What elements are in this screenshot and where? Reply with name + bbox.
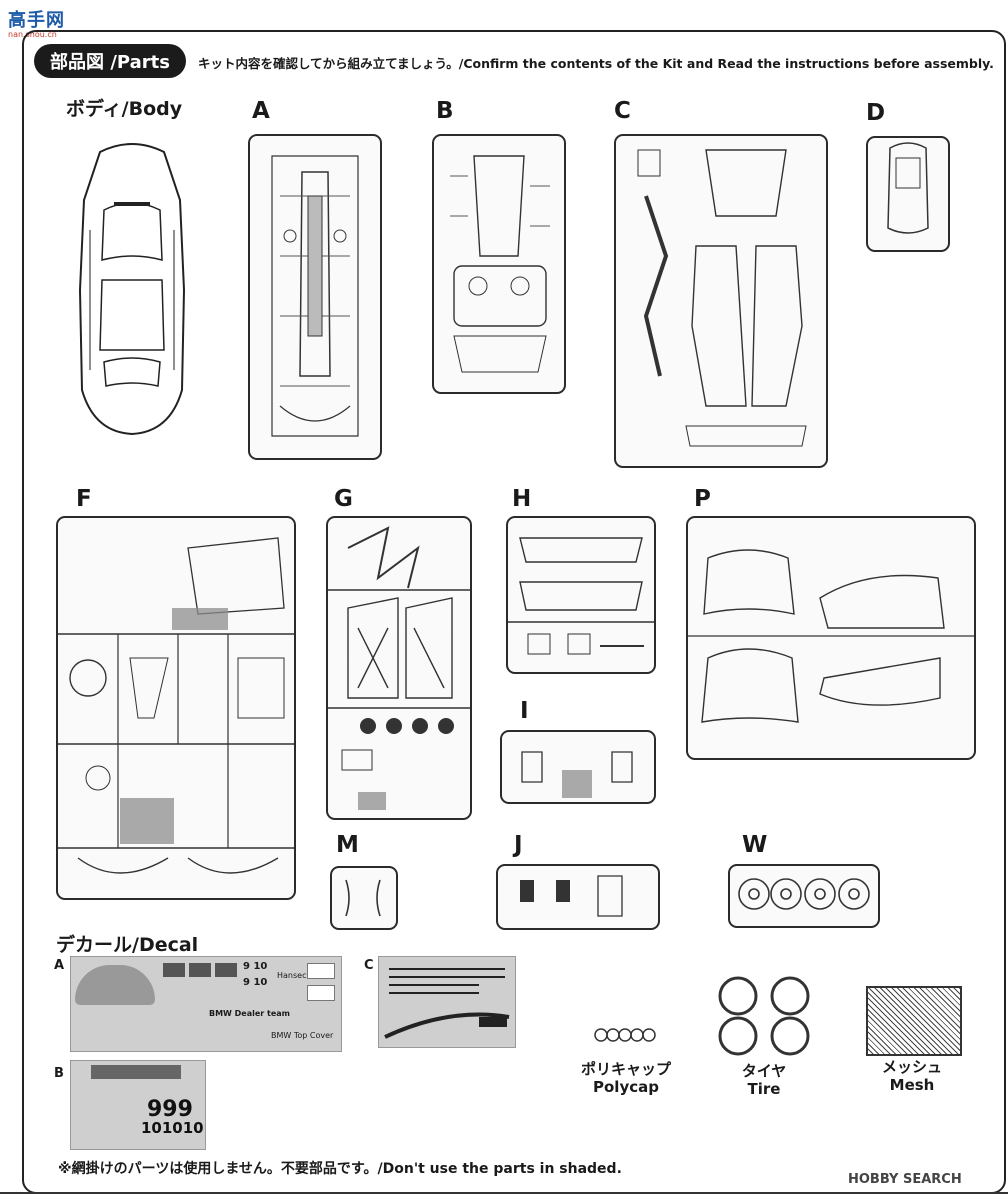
hobby-search-credit: HOBBY SEARCH	[848, 1172, 962, 1187]
shaded-unused-part	[172, 608, 228, 630]
sprue-label-c: C	[614, 98, 631, 124]
decal-team-text: BMW Dealer team	[209, 1009, 291, 1018]
tire-label-en: Tire	[747, 1080, 781, 1098]
decal-number-text: 9 10	[243, 961, 268, 972]
decal-stripes-drawing	[384, 968, 510, 1039]
sprue-label-w: W	[742, 832, 768, 858]
sprue-label-d: D	[866, 100, 886, 126]
sprue-h-drawing	[506, 516, 656, 674]
tire-label-jp: タイヤ	[741, 1062, 787, 1080]
body-shell-drawing	[78, 143, 186, 436]
decal-block	[189, 963, 211, 977]
decal-sheet-a: 9 10 9 10 Hanseck BMW Dealer team BMW To…	[70, 956, 342, 1052]
decal-white-patch	[307, 963, 335, 979]
shaded-unused-part	[120, 798, 174, 844]
sprue-w-drawing	[728, 864, 880, 928]
shaded-unused-part	[358, 792, 386, 810]
decal-sheet-a-label: A	[54, 958, 65, 973]
decal-section-title: デカール/Decal	[56, 934, 199, 956]
decal-cover-text: BMW Top Cover	[271, 1031, 334, 1040]
sprue-i-drawing	[500, 730, 656, 804]
bottom-rule	[0, 1192, 1008, 1194]
sprue-label-h: H	[512, 486, 532, 512]
shaded-parts-footnote: ※網掛けのパーツは使用しません。不要部品です。/Don't use the pa…	[58, 1161, 622, 1177]
decal-number-text: 9 10	[243, 977, 268, 988]
sprue-label-b: B	[436, 98, 454, 124]
decal-sheet-c-label: C	[364, 958, 374, 973]
instruction-text: キット内容を確認してから組み立てましょう。/Confirm the conten…	[198, 56, 994, 71]
parts-title-pill: 部品図 /Parts	[34, 44, 186, 78]
sprue-g-drawing	[326, 516, 472, 820]
mesh-label-en: Mesh	[889, 1076, 935, 1094]
sprue-a-drawing	[248, 134, 382, 460]
polycap-label-jp: ポリキャップ	[580, 1060, 671, 1078]
decal-sheet-b-label: B	[54, 1066, 64, 1081]
tire-label: タイヤ Tire	[714, 1062, 814, 1098]
sprue-d-drawing	[866, 136, 950, 252]
shaded-unused-part	[562, 770, 592, 798]
sprue-c-drawing	[614, 134, 828, 468]
sprue-m-drawing	[330, 866, 398, 930]
sprue-label-m: M	[336, 832, 359, 858]
decal-block	[163, 963, 185, 977]
polycap-label-en: Polycap	[593, 1078, 659, 1096]
mesh-label: メッシュ Mesh	[860, 1058, 964, 1094]
site-watermark-text: 高手网	[8, 10, 65, 31]
decal-sheet-c	[378, 956, 516, 1048]
decal-sheet-b: 999 101010	[70, 1060, 206, 1150]
decal-sponsor-text: Hanseck	[277, 971, 312, 980]
mesh-drawing	[866, 986, 962, 1056]
body-section-title: ボディ/Body	[66, 98, 183, 120]
sprue-f-drawing	[56, 516, 296, 900]
sprue-label-f: F	[76, 486, 92, 512]
decal-banner	[91, 1065, 181, 1079]
sprue-label-j: J	[514, 832, 523, 858]
sprue-label-i: I	[520, 698, 529, 724]
decal-white-patch	[307, 985, 335, 1001]
polycap-label: ポリキャップ Polycap	[574, 1060, 678, 1096]
polycap-drawing	[594, 1028, 656, 1042]
sprue-j-drawing	[496, 864, 660, 930]
decal-block	[215, 963, 237, 977]
decal-number-text: 999	[147, 1097, 193, 1122]
sprue-label-g: G	[334, 486, 353, 512]
sprue-label-a: A	[252, 98, 270, 124]
sprue-label-p: P	[694, 486, 711, 512]
sprue-p-drawing	[686, 516, 976, 760]
decal-number-text: 101010	[141, 1119, 204, 1137]
sprue-b-drawing	[432, 134, 566, 394]
tire-drawing	[718, 976, 810, 1056]
decal-stripe	[75, 965, 155, 1005]
mesh-label-jp: メッシュ	[881, 1058, 942, 1076]
